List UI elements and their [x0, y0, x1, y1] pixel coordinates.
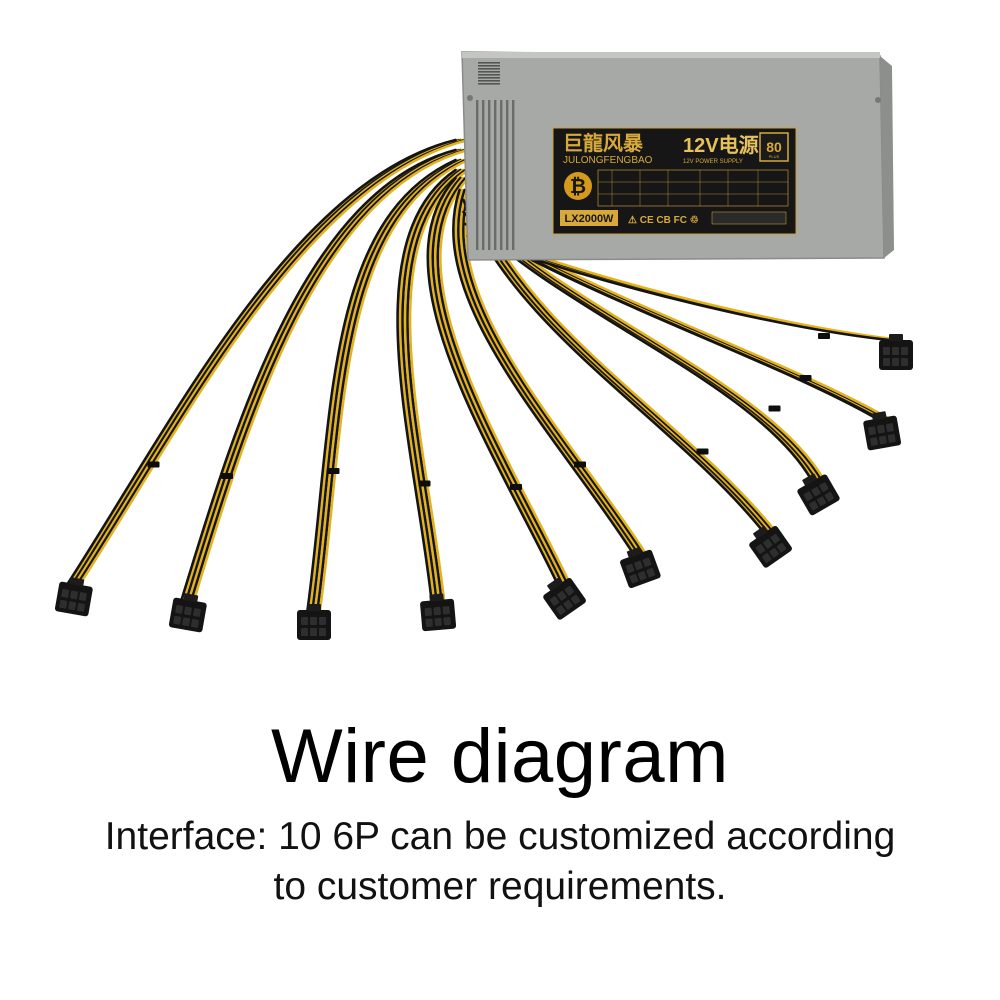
spec-table	[597, 169, 789, 207]
psu-vent-top	[478, 62, 500, 85]
pcie-6pin-connector	[620, 547, 661, 589]
cable	[180, 148, 470, 602]
cable	[306, 158, 470, 612]
pcie-6pin-connector	[749, 525, 792, 568]
caption-line-2: to customer requirements.	[273, 865, 727, 908]
caption-line-1: Interface: 10 6P can be customized accor…	[104, 815, 896, 858]
cable	[426, 176, 572, 586]
efficiency-badge	[759, 132, 789, 162]
brand-cn-text: 巨龍风暴	[563, 131, 644, 155]
pcie-6pin-connector	[420, 593, 457, 632]
bitcoin-icon	[564, 172, 592, 200]
cable-bundle	[66, 138, 904, 612]
pcie-6pin-connector	[797, 473, 840, 516]
cert-marks: ⚠ CE CB FC ♲	[628, 215, 699, 226]
page-heading: Wire diagram	[271, 714, 729, 799]
model-text: LX2000W	[565, 213, 615, 225]
bitcoin-icon-glyph: ₿	[570, 176, 586, 198]
pcie-6pin-connector	[297, 604, 331, 640]
pcie-6pin-connector	[168, 593, 207, 633]
connectors	[54, 334, 913, 640]
caption: Interface: 10 6P can be customized accor…	[40, 812, 960, 912]
pcie-6pin-connector	[54, 577, 93, 617]
psu-vent-side	[467, 95, 881, 250]
title-cn-text: 12V电源	[683, 134, 759, 157]
efficiency-badge-sub: PLUS	[769, 154, 780, 159]
pcie-6pin-connector	[543, 577, 586, 620]
cable	[66, 138, 470, 586]
psu-label: 巨龍风暴 JULONGFENGBAO 12V电源 12V POWER SUPPL…	[552, 127, 797, 235]
subtitle-text: 12V POWER SUPPLY	[683, 159, 743, 165]
pcie-6pin-connector	[863, 411, 902, 451]
cable	[452, 188, 648, 556]
pcie-6pin-connector	[879, 334, 913, 370]
power-supply-photo: 巨龍风暴 JULONGFENGBAO 12V电源 12V POWER SUPPL…	[54, 51, 913, 640]
brand-en-text: JULONGFENGBAO	[563, 155, 653, 166]
cable	[396, 168, 470, 602]
efficiency-badge-number: 80	[766, 139, 782, 155]
